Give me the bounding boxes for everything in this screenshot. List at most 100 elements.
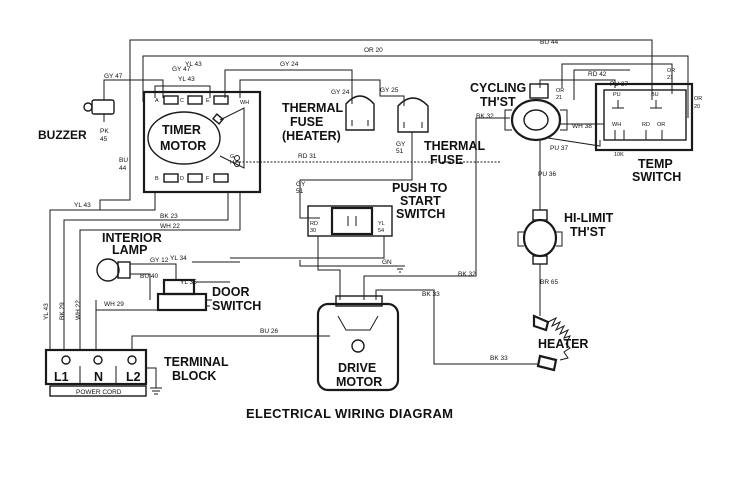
wire-label-bk33: BK 33 xyxy=(422,291,440,298)
interior-lamp-label-1: INTERIOR xyxy=(102,231,162,245)
wire-label-gy12: GY 12 xyxy=(150,257,169,264)
wire-label-or20-v1: OR xyxy=(694,96,702,102)
wire-label-wh38: WH 38 xyxy=(572,123,592,130)
wire-label-54: 54 xyxy=(378,228,384,234)
hi-limit-body xyxy=(522,218,558,258)
wire-label-gy47-b: GY 47 xyxy=(172,66,191,73)
heater-coil xyxy=(547,316,571,361)
timer-contact-label-d: D xyxy=(180,176,184,182)
drive-motor-terminal-strip xyxy=(335,295,383,307)
wire-label-yl43-v: YL 43 xyxy=(43,303,50,320)
hi-limit-label-1: HI-LIMIT xyxy=(564,211,614,225)
wire-label-pu36: PU 36 xyxy=(538,171,556,178)
wire-gy47 xyxy=(103,79,164,100)
wire-label-gn: GN xyxy=(382,259,392,266)
wire-or21 xyxy=(573,69,630,100)
thermal-fuse-heater-body xyxy=(345,95,375,131)
hi-limit-bottom xyxy=(532,255,548,265)
interior-lamp-base xyxy=(117,261,131,279)
timer-contact-label-wh: WH xyxy=(240,100,249,106)
wire-label-gy24: GY 24 xyxy=(280,61,299,68)
timer-contact-f xyxy=(213,173,229,183)
temp-switch-mark-rd: RD xyxy=(642,122,650,128)
wire-label-51-top: 51 xyxy=(396,148,404,155)
temp-switch-mark-pu: PU xyxy=(613,92,621,98)
cycling-thst-inner xyxy=(523,109,549,131)
wire-label-or-b: OR xyxy=(667,68,675,74)
temp-switch-inner xyxy=(603,89,687,141)
terminal-l2: L2 xyxy=(126,370,141,384)
ground-gn xyxy=(395,265,405,273)
wire-label-30: 30 xyxy=(310,228,316,234)
wire-label-bk32-b: BK 32 xyxy=(458,271,476,278)
wire-temp-loop xyxy=(561,63,673,94)
hi-limit-mount xyxy=(517,231,563,247)
timer-contact-label-e: E xyxy=(206,98,210,104)
wire-label-br65: BR 65 xyxy=(540,279,558,286)
wire-label-bk32: BK 32 xyxy=(476,113,494,120)
cycling-thst-mount xyxy=(504,109,568,131)
buzzer-body xyxy=(91,99,115,115)
wire-label-gy47: GY 47 xyxy=(104,73,123,80)
cycling-thst-body xyxy=(510,98,562,142)
wire-label-gy24-b: GY 24 xyxy=(331,89,350,96)
wire-gn xyxy=(299,260,400,267)
cycling-thst-label-2: TH'ST xyxy=(480,95,516,109)
timer-contact-c xyxy=(187,95,203,105)
wire-gy12 xyxy=(130,263,177,280)
hi-limit-label-2: TH'ST xyxy=(570,225,606,239)
thermal-fuse-contacts xyxy=(403,122,423,128)
drive-motor-label-1: DRIVE xyxy=(338,361,376,375)
terminal-n: N xyxy=(94,370,103,384)
wire-gy25 xyxy=(239,79,405,106)
thermal-fuse-body xyxy=(397,97,429,133)
timer-contact-label-a: A xyxy=(155,98,159,104)
temp-switch-mark-bu: BU xyxy=(651,92,659,98)
cycling-thst-label-1: CYCLING xyxy=(470,81,526,95)
terminal-block-body xyxy=(44,348,148,386)
wire-label-yl43-b: YL 43 xyxy=(178,76,195,83)
wire-label-bk23: BK 23 xyxy=(160,213,178,220)
wire-label-gy51-top: GY xyxy=(396,141,406,148)
push-to-start-housing xyxy=(307,205,393,237)
drive-motor-label-2: MOTOR xyxy=(336,375,382,389)
wire-label-or20: OR 20 xyxy=(364,47,383,54)
thermal-fuse-heater-label-2: FUSE xyxy=(290,115,323,129)
door-switch-label-1: DOOR xyxy=(212,285,250,299)
timer-motor-label-1: TIMER xyxy=(162,123,201,137)
wire-label-rd42: RD 42 xyxy=(588,71,607,78)
wire-label-wh22: WH 22 xyxy=(160,223,180,230)
interior-lamp-label-2: LAMP xyxy=(112,243,147,257)
wire-wh22 xyxy=(79,192,241,350)
wire-label-yl43: YL 43 xyxy=(185,61,202,68)
wire-label-wh29: WH 29 xyxy=(104,301,124,308)
wire-or20 xyxy=(142,55,689,118)
wire-label-bk33-b: BK 33 xyxy=(490,355,508,362)
heater-terminal-bottom xyxy=(536,354,558,372)
wire-label-bk29-v: BK 29 xyxy=(59,302,66,320)
wire-pu37 xyxy=(547,137,601,147)
wire-label-51: 51 xyxy=(296,188,304,195)
wire-label-pk: PK xyxy=(100,128,109,135)
heater-terminal-top xyxy=(532,314,550,332)
buzzer-label: BUZZER xyxy=(38,128,87,142)
buzzer-knob xyxy=(83,102,93,112)
wire-label-yl34: YL 34 xyxy=(170,255,187,262)
timer-frame xyxy=(142,90,262,194)
wire-label-21-a: 21 xyxy=(556,95,562,101)
timer-contact-label-f: F xyxy=(206,176,210,182)
push-to-start-label-1: PUSH TO xyxy=(392,181,448,195)
timer-contact-label-h: H xyxy=(230,160,234,166)
wire-gy51 xyxy=(299,132,413,219)
timer-motor-circle xyxy=(147,111,221,165)
wire-yl54 xyxy=(230,236,385,259)
temp-switch-frame xyxy=(594,82,694,152)
thermal-fuse-heater-label-3: (HEATER) xyxy=(282,129,341,143)
interior-lamp-bulb xyxy=(96,258,120,282)
timer-contact-label-g: G xyxy=(230,154,234,160)
wire-label-bu40: BU 40 xyxy=(140,273,158,280)
wire-label-bu44: BU 44 xyxy=(540,39,558,46)
ground-terminal xyxy=(146,367,162,395)
thermal-fuse-label-1: THERMAL xyxy=(424,139,485,153)
wire-label-pu37-top: PU 37 xyxy=(610,81,628,88)
